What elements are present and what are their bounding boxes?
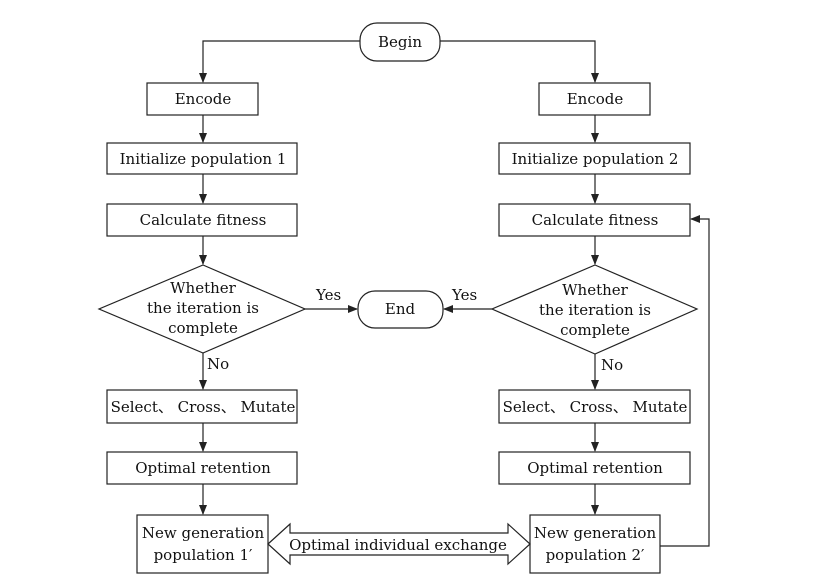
end-node: End — [357, 290, 444, 329]
no-label-right: No — [601, 356, 623, 374]
left-column: Encode Initialize population 1 Calculate… — [97, 82, 307, 574]
right-encode-box: Encode — [538, 82, 651, 116]
left-init-label: Initialize population 1 — [120, 150, 287, 168]
left-retention-label: Optimal retention — [135, 459, 271, 477]
left-ops-box: Select、 Cross、 Mutate — [106, 389, 298, 424]
right-retention-label: Optimal retention — [527, 459, 663, 477]
right-decision-line-1: Whether — [562, 281, 629, 299]
right-init-label: Initialize population 2 — [512, 150, 679, 168]
exchange-label: Optimal individual exchange — [289, 536, 507, 554]
right-init-box: Initialize population 2 — [498, 142, 691, 175]
edge-begin-right-encode — [440, 40, 599, 83]
end-label: End — [385, 300, 416, 318]
yes-label-right: Yes — [451, 286, 477, 304]
right-fitness-label: Calculate fitness — [532, 211, 659, 229]
right-decision-line-3: complete — [560, 321, 630, 339]
yes-label-left: Yes — [315, 286, 341, 304]
left-ops-label: Select、 Cross、 Mutate — [111, 398, 296, 416]
edge-begin-left-encode — [199, 40, 360, 83]
left-decision-line-3: complete — [168, 319, 238, 337]
right-decision-diamond: Whether the iteration is complete — [490, 264, 699, 355]
right-retention-box: Optimal retention — [498, 451, 691, 485]
begin-label: Begin — [378, 33, 422, 51]
left-newgen-line-2: population 1′ — [154, 546, 253, 564]
right-encode-label: Encode — [567, 90, 624, 108]
exchange-arrow: Optimal individual exchange — [267, 522, 531, 566]
left-decision-line-1: Whether — [170, 279, 237, 297]
right-newgen-line-2: population 2′ — [546, 546, 645, 564]
right-newgen-line-1: New generation — [534, 524, 657, 542]
left-encode-box: Encode — [146, 82, 259, 116]
left-newgen-box: New generation population 1′ — [136, 514, 269, 574]
left-fitness-box: Calculate fitness — [106, 203, 298, 237]
left-newgen-line-1: New generation — [142, 524, 265, 542]
right-ops-box: Select、 Cross、 Mutate — [498, 389, 691, 424]
no-label-left: No — [207, 355, 229, 373]
right-ops-label: Select、 Cross、 Mutate — [503, 398, 688, 416]
left-init-box: Initialize population 1 — [106, 142, 298, 175]
left-decision-line-2: the iteration is — [147, 299, 259, 317]
edge-right-feedback-loop — [660, 215, 710, 547]
right-fitness-box: Calculate fitness — [498, 203, 691, 237]
right-newgen-box: New generation population 2′ — [529, 514, 661, 574]
right-column: Encode Initialize population 2 Calculate… — [490, 82, 699, 574]
left-decision-diamond: Whether the iteration is complete — [97, 264, 307, 354]
begin-node: Begin — [359, 22, 441, 62]
left-fitness-label: Calculate fitness — [140, 211, 267, 229]
left-retention-box: Optimal retention — [106, 451, 298, 485]
connectors — [199, 40, 710, 547]
left-encode-label: Encode — [175, 90, 232, 108]
right-decision-line-2: the iteration is — [539, 301, 651, 319]
